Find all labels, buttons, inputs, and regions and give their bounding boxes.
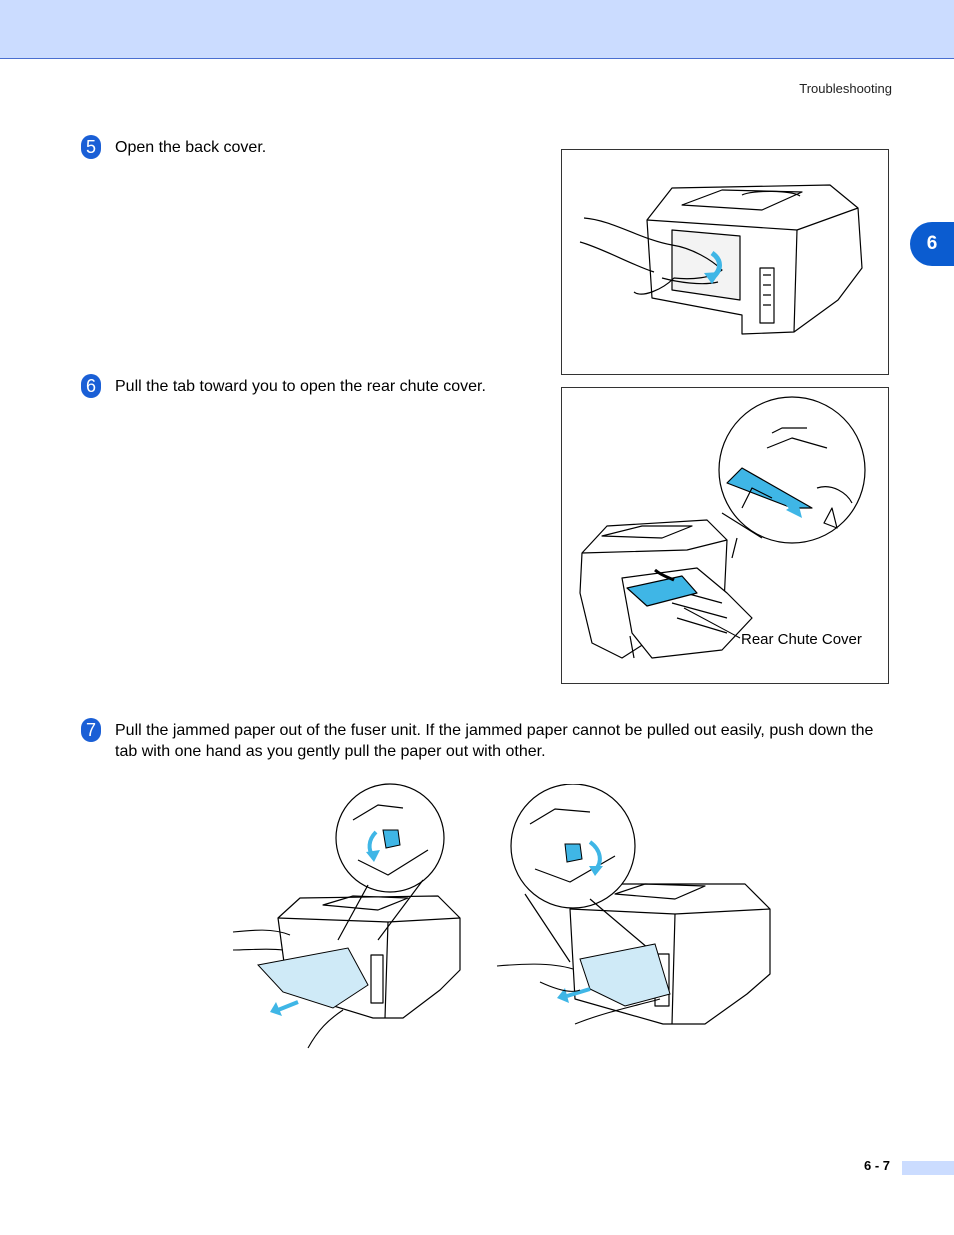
rear-chute-cover-label: Rear Chute Cover [741, 631, 862, 648]
running-head: Troubleshooting [799, 81, 892, 96]
jammed-paper-right-illustration [496, 784, 771, 1025]
step-text: Pull the tab toward you to open the rear… [115, 378, 486, 395]
rear-chute-illustration [579, 396, 866, 659]
figure-rear-chute-cover: Rear Chute Cover [561, 387, 889, 684]
header-band [0, 0, 954, 59]
step-number-badge: 7 [81, 718, 101, 742]
footer-band [902, 1161, 954, 1175]
page-number: 6 - 7 [864, 1158, 891, 1173]
jammed-paper-left-illustration [232, 783, 461, 1049]
figure-pull-jammed-paper-right [495, 784, 775, 1034]
figure-pull-jammed-paper-left [228, 780, 464, 1050]
step-number-badge: 6 [81, 374, 101, 398]
step-text: Open the back cover. [115, 139, 267, 156]
printer-back-cover-illustration [579, 184, 863, 335]
figure-open-back-cover [561, 149, 889, 375]
step-text: Pull the jammed paper out of the fuser u… [115, 722, 874, 760]
chapter-tab: 6 [910, 222, 954, 266]
step-number-badge: 5 [81, 135, 101, 159]
